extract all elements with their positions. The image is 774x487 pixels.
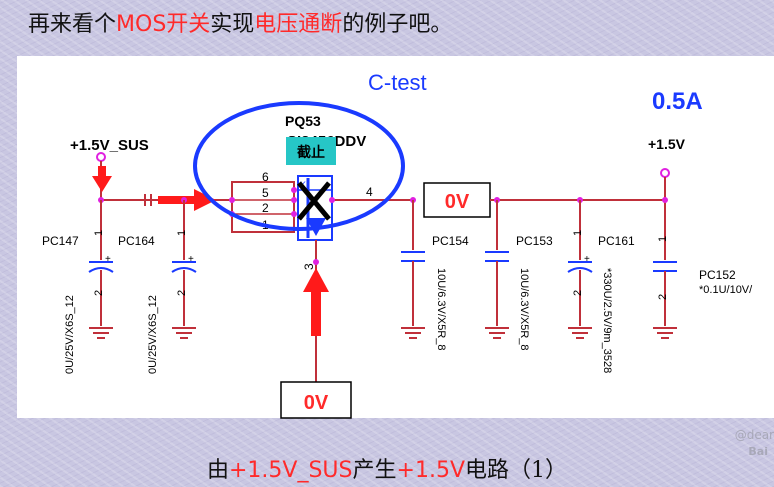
cap-pc164-pin1: 1 [176,230,188,236]
top-caption-mos-switch: MOS开关 [116,12,211,37]
gate-voltage: 0V [304,392,329,414]
output-voltage: 0V [445,191,470,213]
output-rail-label: +1.5V [648,136,686,152]
pin-2: 2 [262,201,269,215]
cap-pc152-pin2: 2 [657,294,669,300]
top-caption-post: 的例子吧。 [342,12,453,37]
cap-pc164-value: 0U/25V/X6S_12 [147,295,159,374]
schematic-panel [17,56,774,418]
cutoff-x-mark [297,181,331,221]
pin-5: 5 [262,186,269,200]
output-rail-terminal [660,168,670,178]
cap-pc147-pin2: 2 [93,290,105,296]
cap-pc147-value: 0U/25V/X6S_12 [64,295,76,374]
current-label: 0.5A [652,88,703,115]
cap-pc152-value: *0.1U/10V/ [699,284,753,296]
cap-pc147-plus: + [105,254,111,265]
cap-pc161-pin2: 2 [572,290,584,296]
top-caption-voltage-switching: 电压通断 [254,12,343,37]
capacitor-pc153 [485,197,509,339]
pin-4: 4 [366,185,373,199]
cap-pc164-plus: + [188,254,194,265]
bottom-caption: 由+1.5V_SUS产生+1.5V电路（1） [0,452,774,484]
mosfet-highlight-ellipse [193,101,405,231]
mosfet-pin-box [231,181,295,233]
top-caption-pre: 再来看个 [28,12,117,37]
cap-pc152-ref: PC152 [699,268,736,282]
cap-pc164-ref: PC164 [118,234,155,248]
top-caption: 再来看个MOS开关实现电压通断的例子吧。 [28,6,452,38]
bottom-caption-input-rail: +1.5V_SUS [229,458,353,483]
cap-pc161-value: *330U/2.5V/9m_3528 [601,268,613,373]
cap-pc164-pin2: 2 [176,290,188,296]
mosfet-ref: PQ53 [285,113,321,129]
pin-6: 6 [262,170,269,184]
input-down-arrow [92,166,112,192]
capacitor-pc147 [88,197,114,339]
gate-up-arrow [303,268,329,336]
top-caption-mid: 实现 [210,12,255,37]
cutoff-label: 截止 [297,144,325,160]
watermark-line-1: @dear [734,428,774,442]
cap-pc161-pin1: 1 [572,230,584,236]
cap-pc147-pin1: 1 [93,230,105,236]
cap-pc154-ref: PC154 [432,234,469,248]
cutoff-badge [286,137,336,165]
bottom-caption-pre: 由 [206,458,229,483]
cap-pc153-value: 10U/6.3V/X5R_8 [518,268,530,351]
schematic-title: C-test [368,70,427,95]
input-rail-label: +1.5V_SUS [70,137,149,154]
output-voltage-box [423,182,491,218]
capacitor-pc164 [171,197,197,339]
cap-pc152-pin1: 1 [657,236,669,242]
capacitor-pc161 [567,197,593,339]
bottom-caption-post: 电路（1） [465,458,568,483]
gate-voltage-box [280,381,352,419]
pin-3: 3 [302,263,316,270]
bottom-caption-output-rail: +1.5V [396,458,466,483]
cap-pc153-ref: PC153 [516,234,553,248]
input-rail-terminal [96,152,106,162]
cap-pc161-plus: + [584,254,590,265]
cap-pc147-ref: PC147 [42,234,79,248]
capacitor-pc152 [653,197,677,339]
bottom-caption-mid: 产生 [352,458,397,483]
capacitor-pc154 [401,197,425,339]
watermark-line-2: Bai [748,445,768,458]
cap-pc161-ref: PC161 [598,234,635,248]
cap-pc154-value: 10U/6.3V/X5R_8 [435,268,447,351]
input-right-arrow [158,189,216,211]
